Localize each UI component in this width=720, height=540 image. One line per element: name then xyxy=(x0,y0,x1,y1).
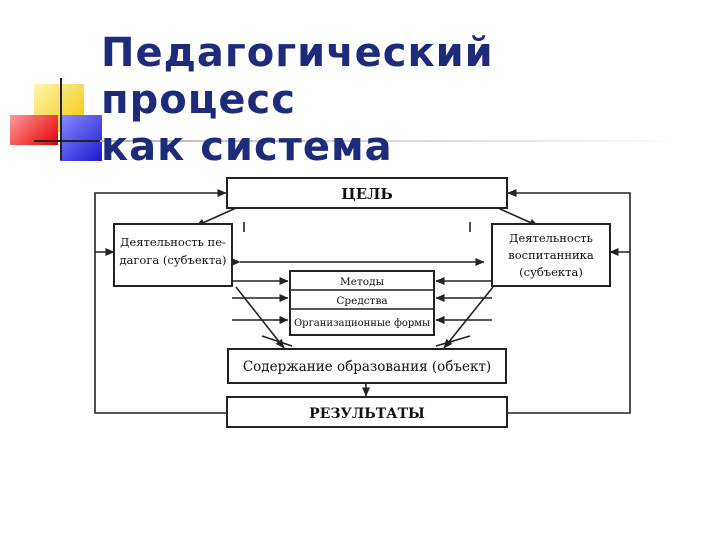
goal-label: ЦЕЛЬ xyxy=(341,185,393,203)
pupil-activity-line1: Деятельность xyxy=(509,231,593,245)
teacher-activity-box xyxy=(113,223,233,287)
loop-left-to-goal xyxy=(94,189,227,414)
decor-horizontal-line xyxy=(34,140,104,142)
teacher-content-side xyxy=(261,335,293,347)
connector-lines xyxy=(94,189,631,414)
slide-title: Педагогический процесс как система xyxy=(101,30,701,171)
decor-blue-square xyxy=(60,115,102,161)
means-label: Средства xyxy=(336,295,387,307)
pupil-to-content xyxy=(443,286,494,349)
pupil-activity-box xyxy=(491,223,611,287)
slide-title-line2: как система xyxy=(101,124,393,170)
slide-title-line1: Педагогический процесс xyxy=(101,30,494,123)
pupil-activity-line2: воспитанника xyxy=(508,248,594,262)
pupil-activity-line3: (субъекта) xyxy=(519,265,583,279)
content-box xyxy=(227,348,507,384)
goal-box xyxy=(226,177,508,209)
methods-label: Методы xyxy=(340,276,384,288)
pupil-content-side xyxy=(435,335,471,347)
loop-right-to-goal xyxy=(507,189,631,414)
results-box xyxy=(226,396,508,428)
decor-vertical-line xyxy=(60,78,62,160)
content-label: Содержание образования (объект) xyxy=(243,359,491,375)
teacher-to-content xyxy=(235,286,285,349)
title-underline xyxy=(100,140,690,142)
forms-label: Организационные формы xyxy=(294,318,430,329)
methods-block xyxy=(289,270,435,336)
teacher-activity-line2: дагога (субъекта) xyxy=(119,253,226,267)
results-label: РЕЗУЛЬТАТЫ xyxy=(309,406,425,422)
teacher-activity-line1: Деятельность пе- xyxy=(120,235,226,249)
